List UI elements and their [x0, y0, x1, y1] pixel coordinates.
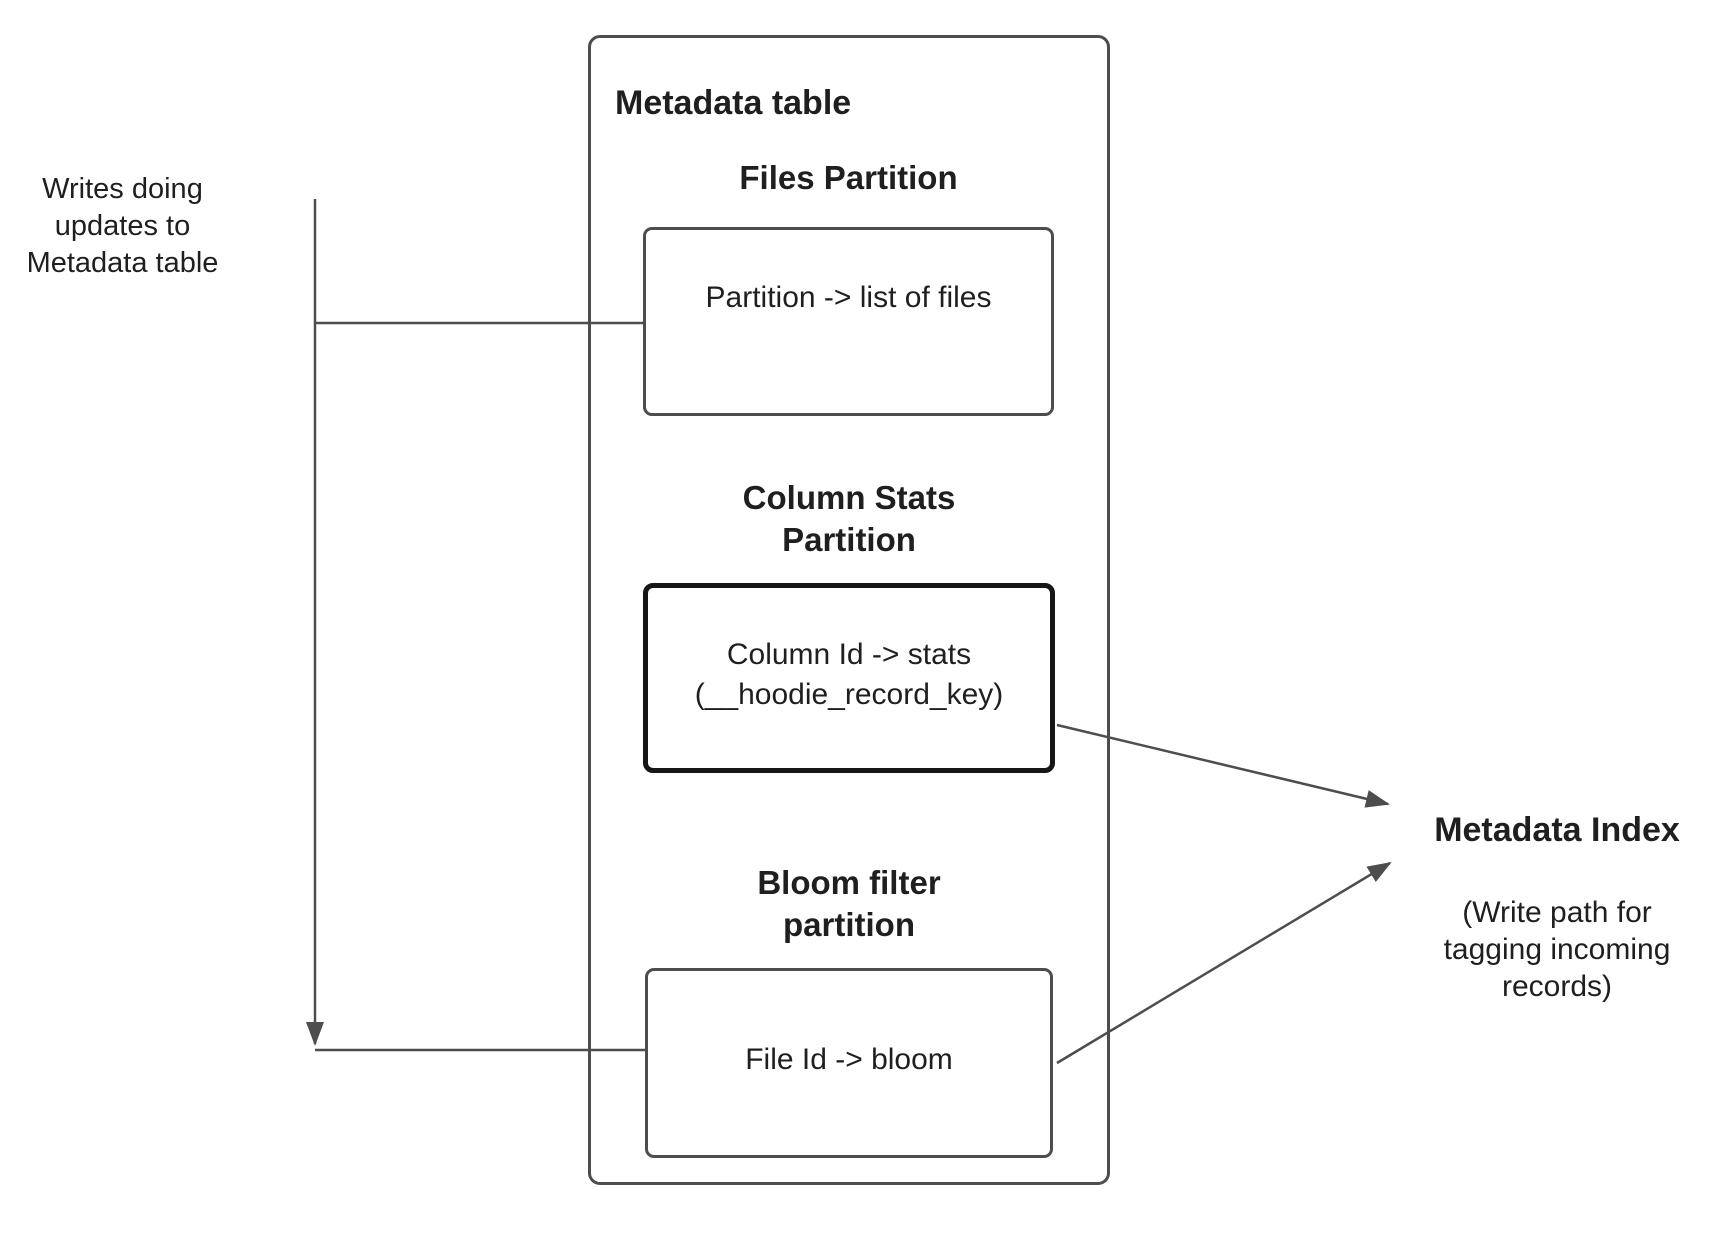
bloom-filter-heading: Bloom filter partition [645, 862, 1053, 946]
files-partition-box [643, 227, 1054, 416]
bloom-filter-text: File Id -> bloom [745, 1043, 953, 1076]
column-stats-text-line: (__hoodie_record_key) [694, 678, 1004, 711]
writes-note-line: Metadata table [26, 247, 219, 279]
metadata-table-container [588, 35, 1110, 1185]
metadata-index-subtitle-line: (Write path for [1462, 896, 1652, 929]
bloom-filter-heading-line: partition [783, 906, 915, 943]
column-stats-heading-line: Partition [782, 521, 916, 558]
files-partition-heading: Files Partition [739, 159, 958, 196]
bloom-filter-box [645, 968, 1053, 1158]
writes-note: Writes doing updates to Metadata table [5, 171, 240, 282]
metadata-table-title: Metadata table [615, 84, 852, 122]
metadata-index-title: Metadata Index [1434, 811, 1680, 849]
metadata-index-subtitle-line: tagging incoming [1443, 933, 1671, 966]
writes-note-line: updates to [54, 210, 191, 242]
column-stats-heading: Column Stats Partition [643, 477, 1055, 561]
bloom-filter-heading-line: Bloom filter [757, 864, 941, 901]
column-stats-text: Column Id -> stats (__hoodie_record_key) [643, 635, 1055, 715]
column-stats-box [643, 583, 1055, 773]
writes-note-line: Writes doing [42, 173, 203, 205]
metadata-index-subtitle-line: records) [1501, 970, 1613, 1003]
metadata-index-subtitle: (Write path for tagging incoming records… [1390, 894, 1718, 1005]
column-stats-text-line: Column Id -> stats [726, 638, 972, 671]
column-stats-heading-line: Column Stats [742, 479, 956, 516]
files-partition-text: Partition -> list of files [705, 281, 992, 314]
